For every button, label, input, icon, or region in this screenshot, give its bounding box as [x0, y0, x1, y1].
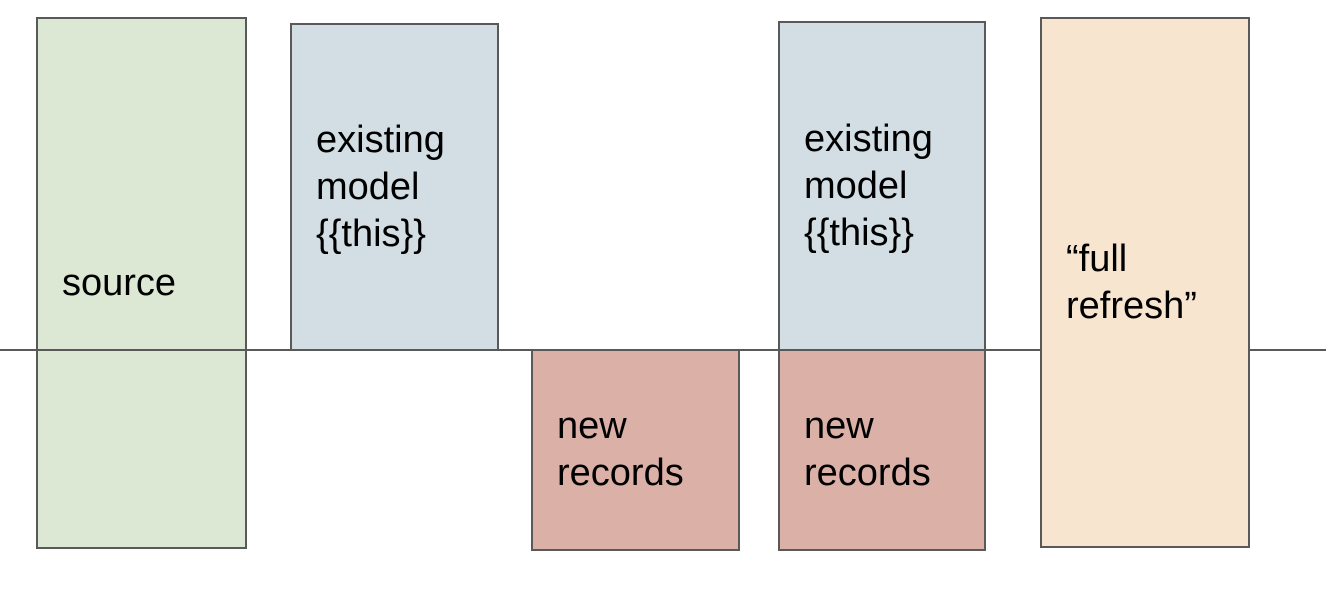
existing-model-box-1: existing model {{this}} [290, 23, 499, 351]
full-refresh-box-label: “full refresh” [1066, 237, 1197, 327]
source-box: source [36, 17, 247, 549]
new-records-box-2: new records [778, 349, 986, 551]
existing-model-box-2: existing model {{this}} [778, 21, 986, 351]
new-records-box-1-label: new records [557, 405, 684, 494]
full-refresh-box: “full refresh” [1040, 17, 1250, 548]
existing-model-box-2-label: existing model {{this}} [804, 117, 933, 254]
source-box-label: source [62, 261, 177, 304]
new-records-box-2-label: new records [804, 405, 931, 494]
new-records-box-1: new records [531, 349, 740, 551]
existing-model-box-1-label: existing model {{this}} [316, 118, 445, 255]
